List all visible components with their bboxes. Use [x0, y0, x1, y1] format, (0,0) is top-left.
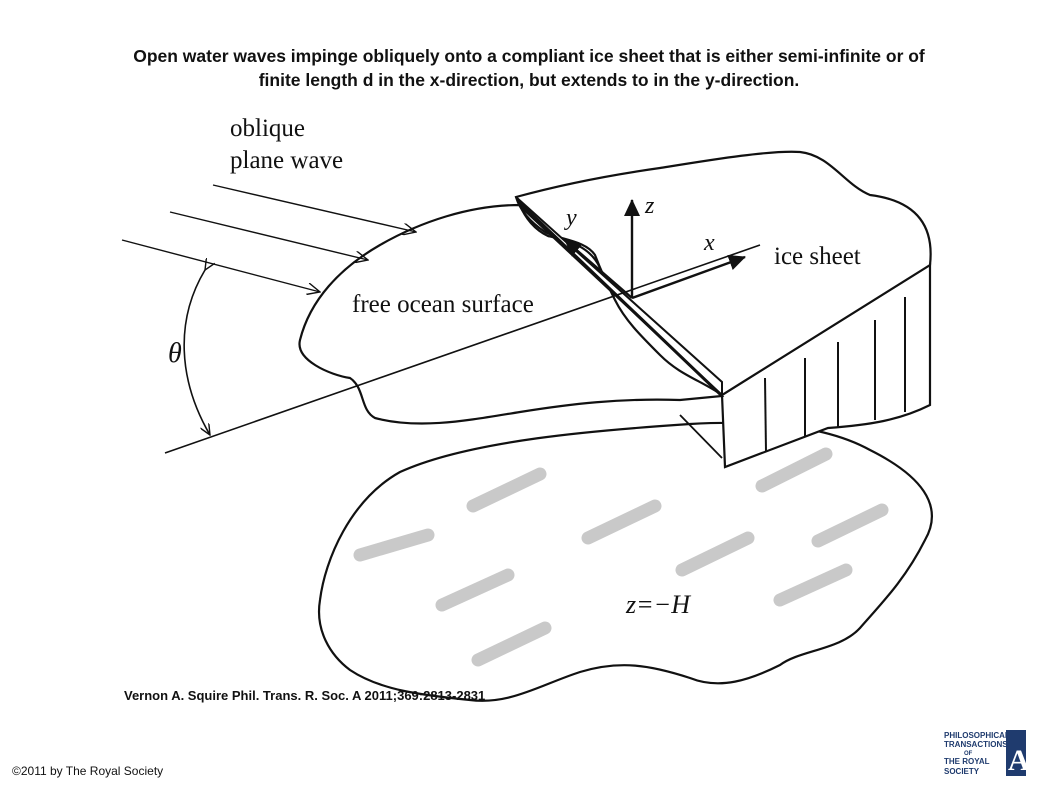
ice-sheet-top [514, 150, 932, 397]
seabed-dash [466, 467, 547, 513]
logo-society: SOCIETY [944, 767, 980, 776]
label-axis-z: z [644, 193, 655, 219]
ice-underside-line [679, 414, 723, 459]
journal-logo: PHILOSOPHICAL TRANSACTIONS OF THE ROYAL … [944, 730, 1030, 777]
wave-arrow [169, 211, 368, 260]
axis-y [564, 239, 633, 299]
caption-line-2: finite length d in the x-direction, but … [258, 70, 800, 90]
seabed-dash [435, 568, 515, 612]
seabed-dash [581, 499, 662, 545]
copyright-notice: ©2011 by The Royal Society [12, 764, 164, 778]
citation: Vernon A. Squire Phil. Trans. R. Soc. A … [124, 688, 486, 703]
logo-letter: A [1008, 744, 1030, 777]
theta-arc [183, 270, 210, 435]
logo-transactions: TRANSACTIONS [944, 740, 1008, 749]
ice-edge-ribs [764, 297, 906, 453]
seabed-dash [773, 563, 853, 607]
wave-arrow [212, 184, 416, 232]
label-ice-sheet: ice sheet [774, 243, 861, 270]
caption-line-1: Open water waves impinge obliquely onto … [133, 46, 925, 66]
logo-philosophical: PHILOSOPHICAL [944, 731, 1010, 740]
seabed-dash [353, 528, 435, 562]
logo-of: OF [964, 751, 973, 757]
wave-arrow [121, 239, 320, 292]
label-theta: θ [168, 338, 182, 369]
figure-caption: Open water waves impinge obliquely onto … [20, 44, 1038, 92]
seabed-surface [317, 421, 933, 702]
label-seabed-depth: z=−H [625, 590, 691, 619]
logo-the-royal: THE ROYAL [944, 757, 990, 766]
seabed-dash [675, 531, 755, 577]
ice-front-line [518, 201, 724, 398]
coordinate-axes [564, 199, 746, 300]
axis-x [631, 254, 746, 300]
label-free-ocean-surface: free ocean surface [352, 291, 534, 318]
logo-letter-box [1006, 730, 1026, 776]
seabed-dash [471, 621, 552, 667]
ice-sheet-edge [720, 263, 932, 469]
baseline-line [164, 244, 761, 454]
label-axis-x: x [703, 230, 715, 256]
seabed-dash [811, 503, 889, 548]
seabed-dashes [353, 447, 889, 667]
label-axis-y: y [564, 205, 577, 231]
label-plane-wave: plane wave [230, 147, 343, 174]
seabed-dash [755, 447, 833, 493]
incident-wave-arrows [121, 184, 416, 292]
label-oblique: oblique [230, 115, 305, 142]
